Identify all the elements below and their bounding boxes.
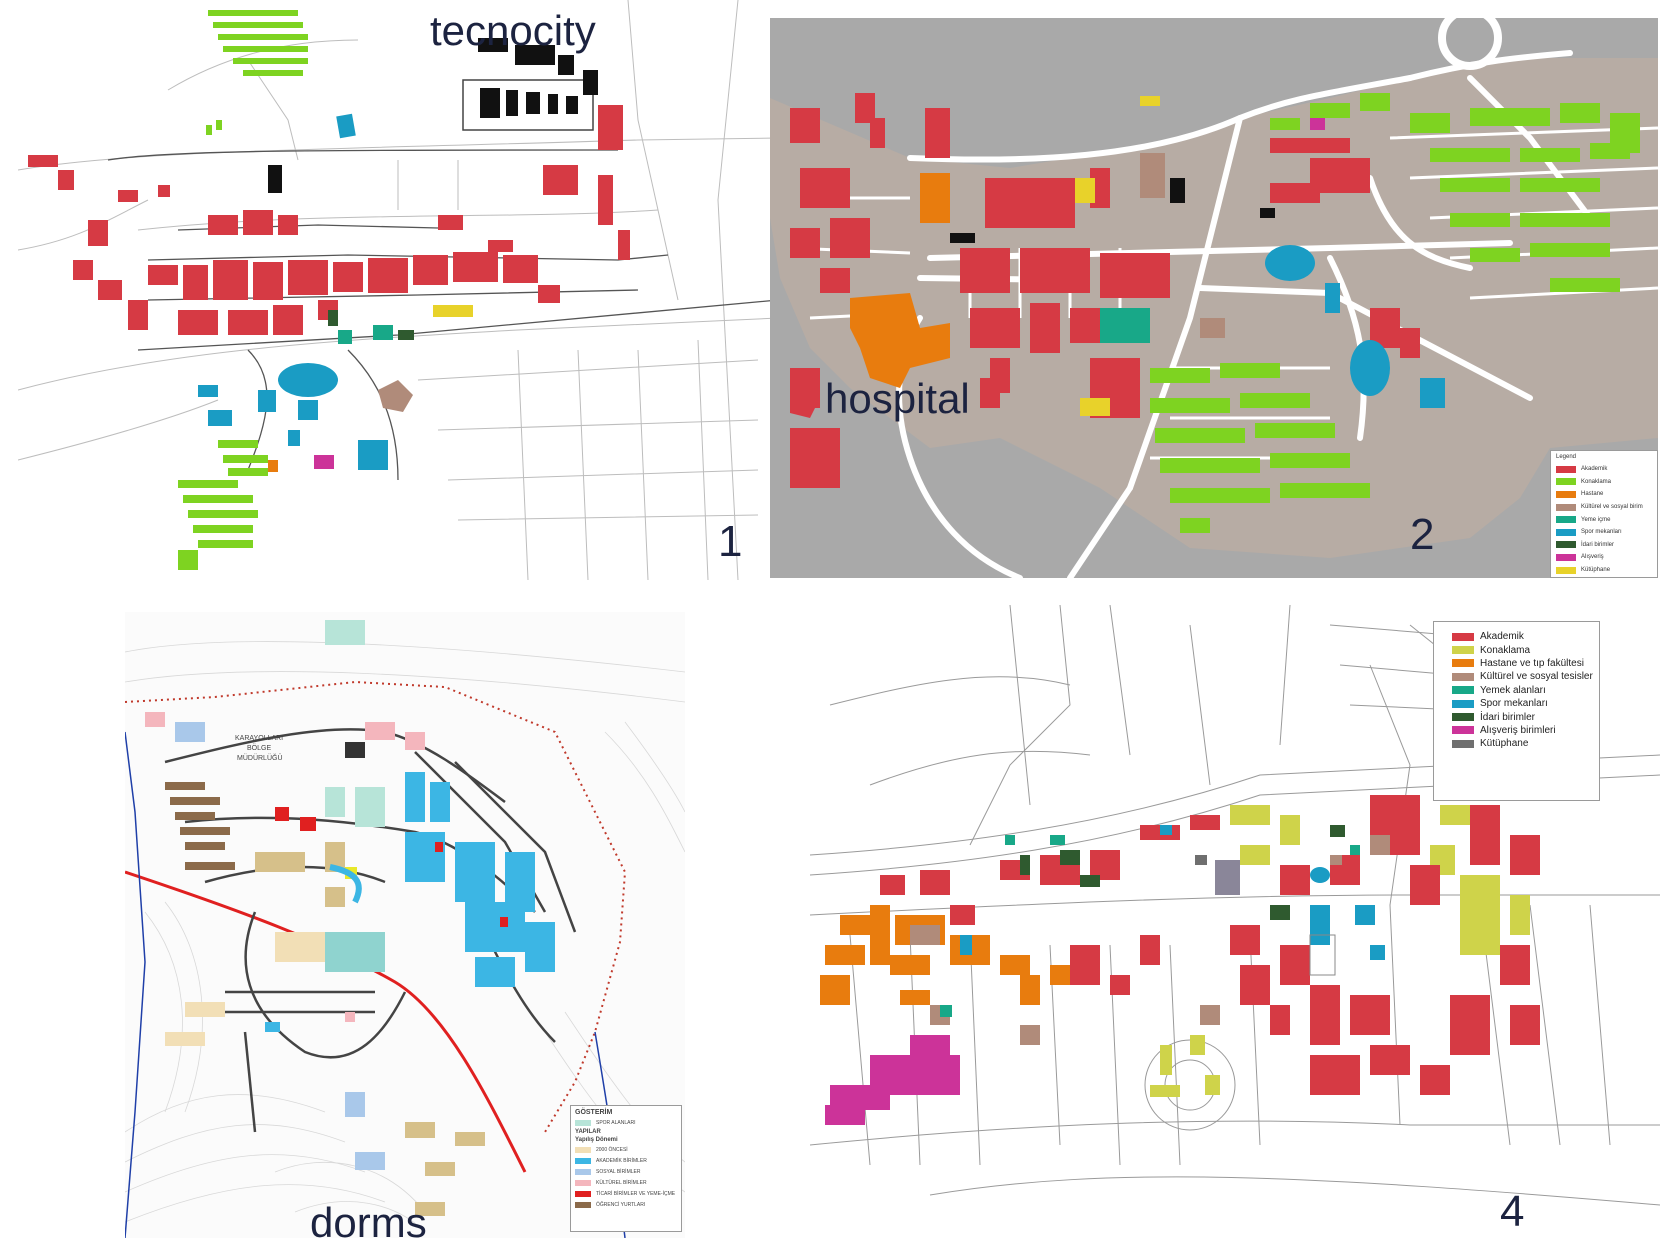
legend-2-item: Akademik bbox=[1551, 463, 1657, 476]
map-panel-3: KARAYOLLARI BÖLGE MÜDÜRLÜĞÜ dorms 3 bbox=[125, 612, 685, 1238]
legend-2-swatch bbox=[1556, 541, 1576, 549]
academic-buildings-1 bbox=[28, 105, 630, 335]
panel-number-4: 4 bbox=[1500, 1187, 1525, 1236]
tech-buildings bbox=[268, 38, 598, 193]
map-3-drawing: KARAYOLLARI BÖLGE MÜDÜRLÜĞÜ bbox=[125, 612, 685, 1238]
map-panel-4: 4 bbox=[810, 605, 1660, 1238]
street-network-4 bbox=[810, 605, 1660, 1206]
map-1-drawing bbox=[18, 0, 778, 580]
legend-3-period: Yapılış Dönemi bbox=[575, 1137, 618, 1143]
tecnocity-label: tecnocity bbox=[430, 7, 596, 54]
map-panel-2: hospital 2 bbox=[770, 18, 1658, 578]
legend-4-swatch bbox=[1452, 646, 1474, 655]
legend-4-swatch bbox=[1452, 699, 1474, 708]
panel-number-2: 2 bbox=[1410, 510, 1435, 559]
legend-3-item: KÜLTÜREL BİRİMLER bbox=[571, 1177, 681, 1188]
legend-2-swatch bbox=[1556, 516, 1576, 524]
legend-3-swatch bbox=[575, 1201, 591, 1208]
legend-panel-4: Akademik Konaklama Hastane ve tıp fakült… bbox=[1433, 621, 1600, 801]
housing-cluster-north bbox=[206, 10, 308, 135]
legend-2-item: Hastane bbox=[1551, 488, 1657, 501]
map-4-drawing bbox=[810, 605, 1660, 1206]
legend-4-item: İdari birimler bbox=[1434, 710, 1599, 723]
misc-buildings-2 bbox=[790, 96, 1445, 418]
legend-4-item: Konaklama bbox=[1434, 643, 1599, 656]
legend-2-item: Spor mekanları bbox=[1551, 526, 1657, 539]
legend-4-swatch bbox=[1452, 739, 1474, 748]
legend-4-swatch bbox=[1452, 632, 1474, 641]
legend-4-item: Hastane ve tıp fakültesi bbox=[1434, 657, 1599, 670]
legend-3-sport: SPOR ALANLARI bbox=[571, 1117, 681, 1128]
legend-3-swatch bbox=[575, 1190, 591, 1197]
panel-number-1: 1 bbox=[718, 517, 743, 566]
legend-3-swatch bbox=[575, 1119, 591, 1126]
legend-2-swatch bbox=[1556, 503, 1576, 511]
dorms-label: dorms bbox=[310, 1199, 427, 1238]
legend-panel-2: Legend Akademik Konaklama Hastane Kültür… bbox=[1550, 450, 1658, 578]
hospital-label: hospital bbox=[825, 375, 970, 422]
legend-4-item: Kültürel ve sosyal tesisler bbox=[1434, 670, 1599, 683]
legend-4-item: Spor mekanları bbox=[1434, 697, 1599, 710]
legend-3-buildings: YAPILAR bbox=[575, 1129, 601, 1135]
legend-2-item: Konaklama bbox=[1551, 476, 1657, 489]
legend-3-swatch bbox=[575, 1146, 591, 1153]
legend-3-item: TİCARİ BİRİMLER VE YEME-İÇME bbox=[571, 1188, 681, 1199]
legend-3-item: SOSYAL BİRİMLER bbox=[571, 1166, 681, 1177]
legend-2-item: Yeme içme bbox=[1551, 513, 1657, 526]
legend-4-swatch bbox=[1452, 659, 1474, 668]
legend-2-swatch bbox=[1556, 478, 1576, 486]
legend-3-swatch bbox=[575, 1157, 591, 1164]
legend-2-item: Kütüphane bbox=[1551, 564, 1657, 577]
misc-buildings-1 bbox=[268, 305, 473, 472]
academic-buildings-2 bbox=[790, 93, 1420, 488]
legend-3-item: 2000 ÖNCESİ bbox=[571, 1144, 681, 1155]
site-label-line-1: KARAYOLLARI bbox=[235, 735, 283, 742]
legend-2-swatch bbox=[1556, 528, 1576, 536]
site-label-3: KARAYOLLARI BÖLGE MÜDÜRLÜĞÜ bbox=[235, 735, 283, 762]
legend-2-swatch bbox=[1556, 553, 1576, 561]
legend-4-top-pad bbox=[1434, 622, 1599, 630]
housing-cluster-south bbox=[178, 440, 268, 570]
legend-4-swatch bbox=[1452, 672, 1474, 681]
legend-3-swatch bbox=[575, 1179, 591, 1186]
legend-4-swatch bbox=[1452, 686, 1474, 695]
map-panel-1: tecnocity 1 bbox=[18, 0, 778, 580]
legend-2-swatch bbox=[1556, 490, 1576, 498]
legend-3-item: AKADEMİK BİRİMLER bbox=[571, 1155, 681, 1166]
legend-2-item: Alışveriş bbox=[1551, 551, 1657, 564]
sport-facilities-1 bbox=[198, 113, 388, 470]
legend-4-item: Alışveriş birimleri bbox=[1434, 724, 1599, 737]
legend-2-title: Legend bbox=[1556, 454, 1577, 460]
legend-4-item: Yemek alanları bbox=[1434, 684, 1599, 697]
legend-3-swatch bbox=[575, 1168, 591, 1175]
housing-buildings-2 bbox=[1150, 93, 1640, 533]
legend-2-item: İdari birimler bbox=[1551, 539, 1657, 552]
legend-4-item: Kütüphane bbox=[1434, 737, 1599, 750]
legend-2-item: Kültürel ve sosyal birim bbox=[1551, 501, 1657, 514]
legend-4-swatch bbox=[1452, 726, 1474, 735]
legend-3-item: ÖĞRENCİ YURTLARI bbox=[571, 1199, 681, 1210]
legend-panel-3: GÖSTERİM SPOR ALANLARI YAPILAR Yapılış D… bbox=[570, 1105, 682, 1232]
buildings-3 bbox=[145, 620, 555, 1216]
site-label-line-3: MÜDÜRLÜĞÜ bbox=[237, 753, 283, 762]
legend-2-swatch bbox=[1556, 566, 1576, 574]
legend-3-title: GÖSTERİM bbox=[575, 1109, 613, 1116]
buildings-4 bbox=[820, 795, 1540, 1125]
legend-4-swatch bbox=[1452, 713, 1474, 722]
legend-4-item: Akademik bbox=[1434, 630, 1599, 643]
legend-2-swatch bbox=[1556, 465, 1576, 473]
map-2-drawing bbox=[770, 18, 1658, 578]
site-label-line-2: BÖLGE bbox=[247, 744, 271, 752]
